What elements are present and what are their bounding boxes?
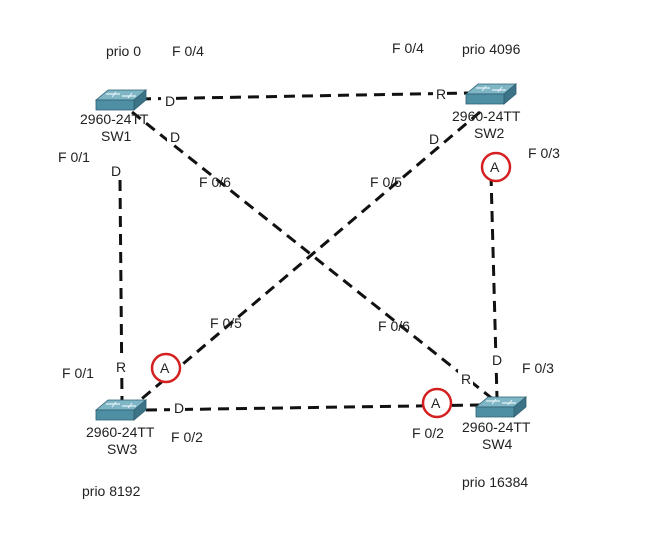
port-role-designated: D bbox=[170, 129, 180, 145]
sw1-name: SW1 bbox=[101, 128, 132, 144]
sw3-name: SW3 bbox=[107, 441, 138, 457]
link-sw2-sw3 bbox=[137, 110, 481, 404]
sw1-model: 2960-24TT bbox=[80, 111, 149, 127]
sw3-model: 2960-24TT bbox=[86, 424, 155, 440]
sw3-priority: prio 8192 bbox=[82, 483, 141, 499]
port-role-alternate: A bbox=[431, 395, 441, 411]
alternate-port-ring bbox=[150, 352, 182, 384]
sw2-priority: prio 4096 bbox=[462, 41, 521, 57]
sw2-model: 2960-24TT bbox=[452, 108, 521, 124]
switch-icon[interactable] bbox=[95, 399, 147, 421]
port-role-alternate: A bbox=[490, 159, 500, 175]
port-role-designated: D bbox=[111, 163, 121, 179]
sw1-priority: prio 0 bbox=[106, 43, 141, 59]
sw4-name: SW4 bbox=[482, 436, 513, 452]
port-role-root: R bbox=[116, 359, 126, 375]
port-label: F 0/3 bbox=[528, 145, 560, 161]
alternate-port-ring bbox=[480, 151, 512, 183]
sw4-priority: prio 16384 bbox=[462, 474, 528, 490]
port-role-alternate: A bbox=[160, 360, 170, 376]
link-sw1-sw4 bbox=[131, 110, 495, 402]
port-label: F 0/4 bbox=[392, 40, 424, 56]
switch-icon[interactable] bbox=[475, 396, 527, 418]
port-role-designated: D bbox=[492, 352, 502, 368]
port-label: F 0/2 bbox=[412, 425, 444, 441]
port-label: F 0/1 bbox=[62, 365, 94, 381]
switch-icon[interactable] bbox=[95, 89, 147, 111]
port-label: F 0/2 bbox=[171, 429, 203, 445]
port-role-root: R bbox=[436, 86, 446, 102]
port-label: F 0/3 bbox=[522, 360, 554, 376]
alternate-port-ring bbox=[421, 387, 453, 419]
port-label: F 0/5 bbox=[370, 174, 402, 190]
sw4-model: 2960-24TT bbox=[462, 419, 531, 435]
port-role-designated: D bbox=[174, 400, 184, 416]
port-role-designated: D bbox=[165, 93, 175, 109]
sw2-name: SW2 bbox=[474, 125, 505, 141]
port-role-designated: D bbox=[429, 131, 439, 147]
port-label: F 0/6 bbox=[199, 174, 231, 190]
port-label: F 0/6 bbox=[378, 318, 410, 334]
port-label: F 0/4 bbox=[172, 43, 204, 59]
port-label: F 0/5 bbox=[210, 315, 242, 331]
port-label: F 0/1 bbox=[58, 149, 90, 165]
port-role-root: R bbox=[461, 371, 471, 387]
switch-icon[interactable] bbox=[465, 83, 517, 105]
link-sw1-sw2 bbox=[139, 91, 469, 101]
